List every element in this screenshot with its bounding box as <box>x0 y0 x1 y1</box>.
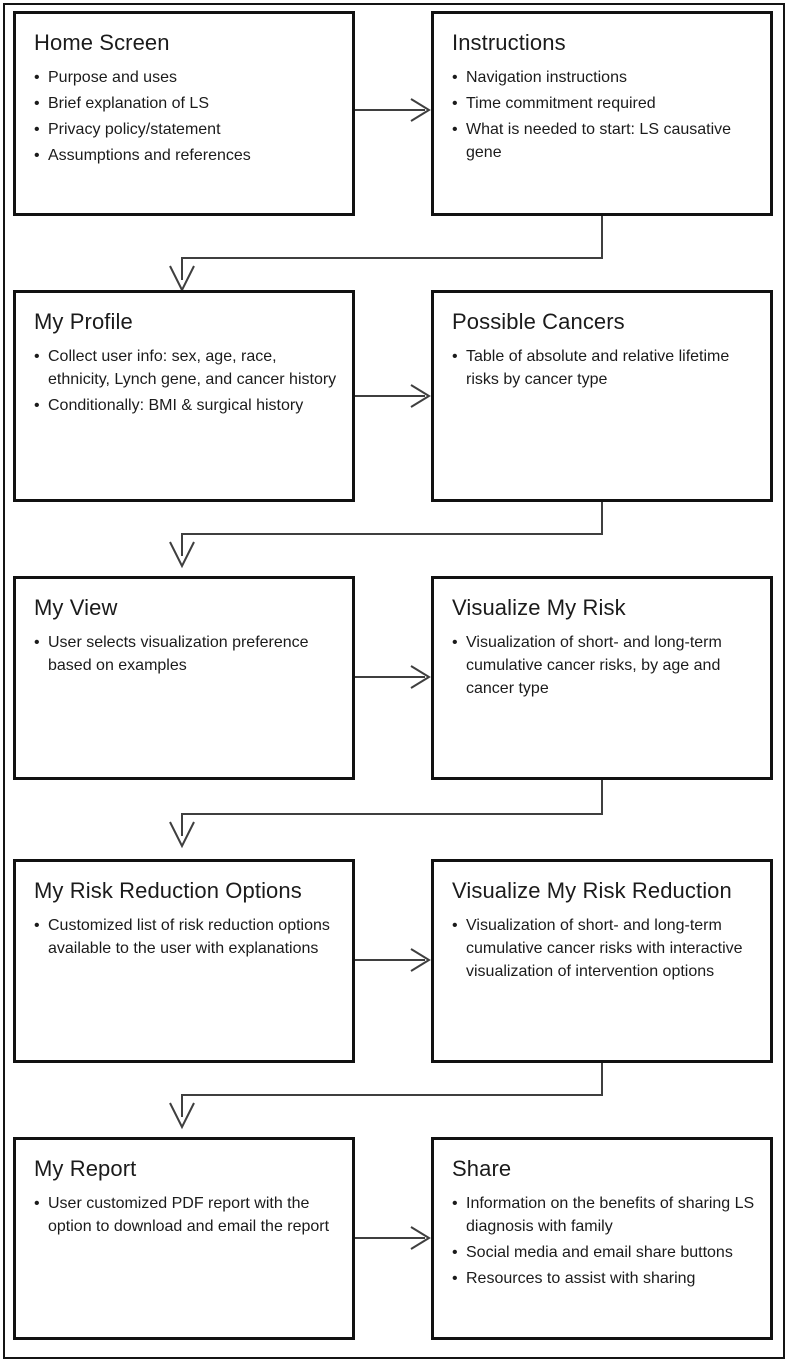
list-item: User customized PDF report with the opti… <box>34 1192 338 1238</box>
list-item: Table of absolute and relative lifetime … <box>452 345 756 391</box>
node-title: Visualize My Risk Reduction <box>452 878 732 903</box>
connector-options-to-visualize-reduction <box>355 948 431 972</box>
node-share[interactable]: Share Information on the benefits of sha… <box>431 1137 773 1340</box>
node-bullet-list: Visualization of short- and long-term cu… <box>452 914 756 983</box>
list-item: Privacy policy/statement <box>34 118 338 141</box>
node-visualize-my-risk-reduction[interactable]: Visualize My Risk Reduction Visualizatio… <box>431 859 773 1063</box>
node-bullet-list: Collect user info: sex, age, race, ethni… <box>34 345 338 417</box>
node-bullet-list: Purpose and uses Brief explanation of LS… <box>34 66 338 167</box>
node-title: My View <box>34 595 118 620</box>
list-item: Resources to assist with sharing <box>452 1267 756 1290</box>
list-item: Visualization of short- and long-term cu… <box>452 914 756 983</box>
node-title: Visualize My Risk <box>452 595 626 620</box>
list-item: Customized list of risk reduction option… <box>34 914 338 960</box>
list-item: User selects visualization preference ba… <box>34 631 338 677</box>
connector-my-view-to-visualize-risk <box>355 665 431 689</box>
list-item: Brief explanation of LS <box>34 92 338 115</box>
node-title: My Profile <box>34 309 133 334</box>
node-bullet-list: Visualization of short- and long-term cu… <box>452 631 756 700</box>
list-item: Collect user info: sex, age, race, ethni… <box>34 345 338 391</box>
list-item: Purpose and uses <box>34 66 338 89</box>
list-item: Assumptions and references <box>34 144 338 167</box>
node-my-view[interactable]: My View User selects visualization prefe… <box>13 576 355 780</box>
node-title: My Risk Reduction Options <box>34 878 302 903</box>
connector-possible-cancers-to-my-view <box>169 502 603 569</box>
connector-visualize-reduction-to-my-report <box>169 1063 603 1130</box>
node-my-report[interactable]: My Report User customized PDF report wit… <box>13 1137 355 1340</box>
node-title: Possible Cancers <box>452 309 625 334</box>
node-bullet-list: User customized PDF report with the opti… <box>34 1192 338 1238</box>
connector-instructions-to-my-profile <box>169 216 603 293</box>
node-visualize-my-risk[interactable]: Visualize My Risk Visualization of short… <box>431 576 773 780</box>
list-item: Information on the benefits of sharing L… <box>452 1192 756 1238</box>
list-item: Navigation instructions <box>452 66 756 89</box>
list-item: Visualization of short- and long-term cu… <box>452 631 756 700</box>
node-bullet-list: Navigation instructions Time commitment … <box>452 66 756 164</box>
node-title: Home Screen <box>34 30 170 55</box>
connector-visualize-risk-to-risk-reduction-options <box>169 780 603 849</box>
list-item: Conditionally: BMI & surgical history <box>34 394 338 417</box>
node-title: My Report <box>34 1156 137 1181</box>
node-instructions[interactable]: Instructions Navigation instructions Tim… <box>431 11 773 216</box>
connector-home-to-instructions <box>355 98 431 122</box>
node-bullet-list: Information on the benefits of sharing L… <box>452 1192 756 1290</box>
node-title: Share <box>452 1156 512 1181</box>
connector-my-report-to-share <box>355 1226 431 1250</box>
connector-profile-to-possible-cancers <box>355 384 431 408</box>
node-bullet-list: Table of absolute and relative lifetime … <box>452 345 756 391</box>
node-my-risk-reduction-options[interactable]: My Risk Reduction Options Customized lis… <box>13 859 355 1063</box>
node-home-screen[interactable]: Home Screen Purpose and uses Brief expla… <box>13 11 355 216</box>
node-bullet-list: Customized list of risk reduction option… <box>34 914 338 960</box>
node-possible-cancers[interactable]: Possible Cancers Table of absolute and r… <box>431 290 773 502</box>
node-bullet-list: User selects visualization preference ba… <box>34 631 338 677</box>
node-title: Instructions <box>452 30 566 55</box>
list-item: Time commitment required <box>452 92 756 115</box>
list-item: Social media and email share buttons <box>452 1241 756 1264</box>
node-my-profile[interactable]: My Profile Collect user info: sex, age, … <box>13 290 355 502</box>
list-item: What is needed to start: LS causative ge… <box>452 118 756 164</box>
